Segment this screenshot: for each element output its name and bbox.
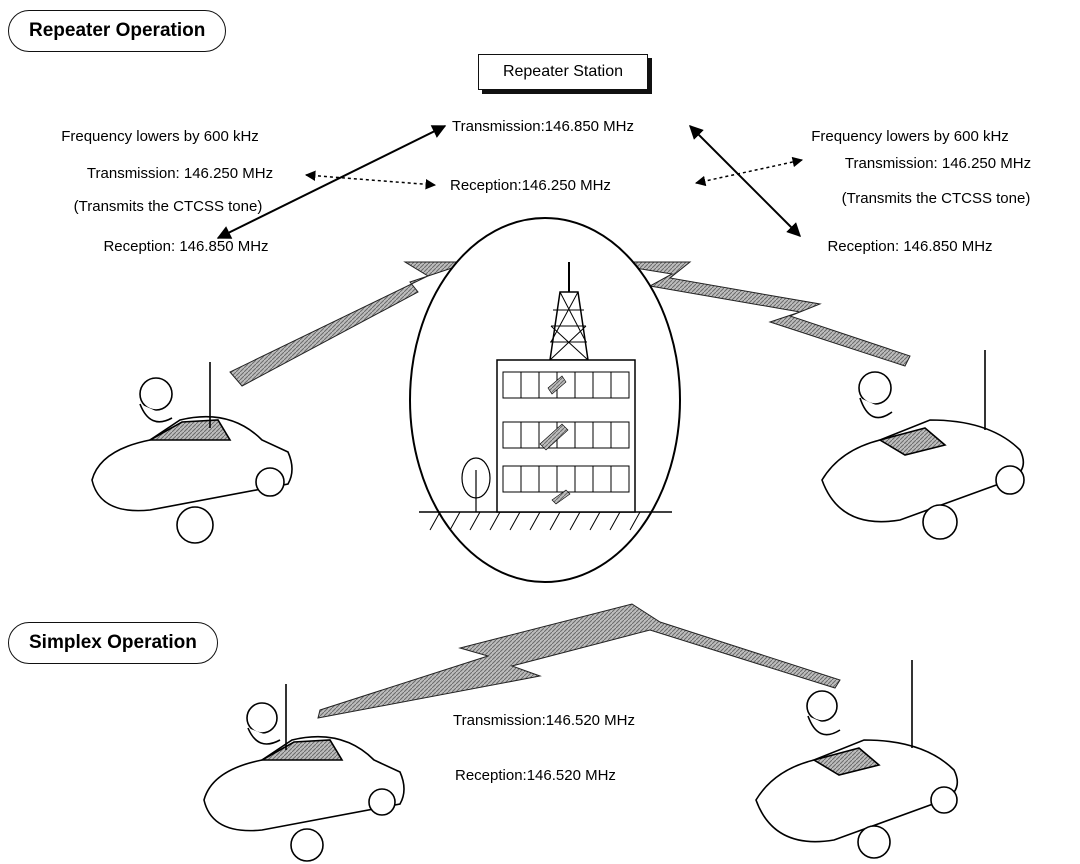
simplex-transmission-label: Transmission:146.520 MHz: [453, 712, 636, 729]
simplex-reception-label: Reception:146.520 MHz: [455, 767, 616, 784]
station-transmission-label: Transmission:146.850 MHz: [452, 118, 635, 135]
right-frequency-note: Frequency lowers by 600 kHz: [811, 128, 1009, 145]
repeater-link-arrows: [216, 125, 804, 239]
left-reception-label: Reception: 146.850 MHz: [103, 238, 269, 255]
station-reception-label: Reception:146.250 MHz: [450, 177, 611, 194]
station-to-right-radio-arrow: [689, 125, 801, 237]
right-reception-label: Reception: 146.850 MHz: [827, 238, 993, 255]
right-lightning-bolt: [597, 261, 911, 367]
left-car-repeater: [91, 362, 293, 544]
right-dotted-arrow: [694, 156, 804, 187]
left-frequency-note: Frequency lowers by 600 kHz: [61, 128, 259, 145]
simplex-lightning-bolt: [317, 603, 841, 719]
left-ctcss-label: (Transmits the CTCSS tone): [73, 198, 263, 215]
simplex-operation-heading: Simplex Operation: [8, 622, 218, 664]
repeater-station-building: [409, 217, 681, 583]
repeater-station-label: Repeater Station: [478, 54, 648, 90]
left-car-simplex: [203, 684, 405, 862]
left-transmission-label: Transmission: 146.250 MHz: [86, 165, 274, 182]
left-lightning-bolt: [229, 261, 471, 387]
right-transmission-label: Transmission: 146.250 MHz: [844, 155, 1032, 172]
repeater-operation-heading: Repeater Operation: [8, 10, 227, 52]
left-dotted-arrow: [304, 170, 437, 190]
right-car-simplex: [755, 660, 959, 859]
right-car-repeater: [821, 350, 1025, 540]
right-ctcss-label: (Transmits the CTCSS tone): [841, 190, 1031, 207]
